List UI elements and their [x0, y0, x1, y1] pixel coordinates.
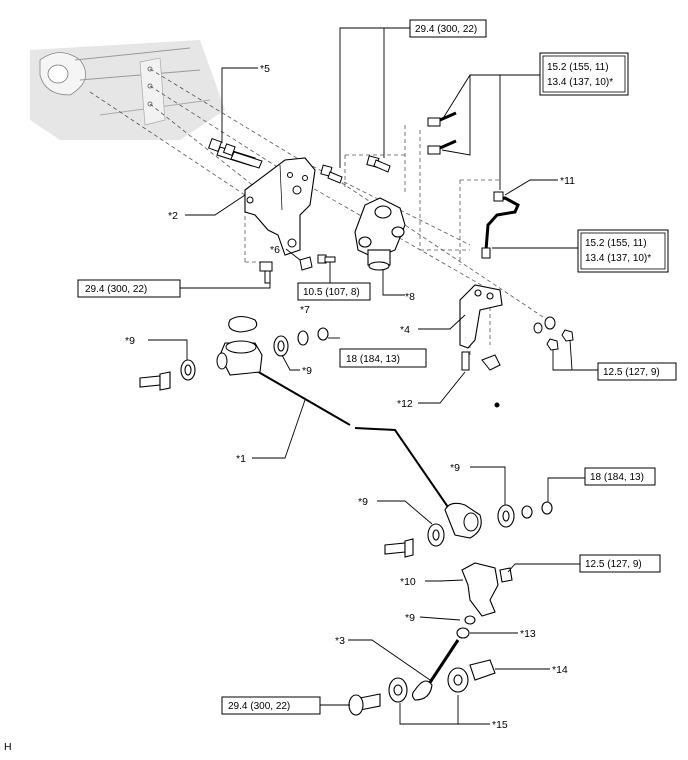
bolt-top-center [320, 155, 391, 184]
callout-9-d: *9 [358, 496, 368, 508]
callout-8: *8 [405, 291, 415, 303]
washers-nuts [139, 327, 553, 558]
torque-bracket-low-value: 12.5 (127, 9) [585, 559, 642, 570]
bolt-lower-left [259, 261, 273, 284]
callout-15: *15 [492, 719, 508, 731]
callout-7: *7 [300, 304, 310, 316]
callout-5: *5 [260, 63, 270, 75]
torque-left-mid-value: 29.4 (300, 22) [85, 284, 147, 295]
callout-9-a: *9 [125, 335, 135, 347]
torque-bottom: 29.4 (300, 22) [221, 696, 321, 715]
callout-9-c: *9 [450, 462, 460, 474]
valve-body-8 [354, 197, 406, 271]
bolts-5 [207, 137, 263, 169]
torque-small-value: 10.5 (107, 8) [303, 287, 360, 298]
torque-bottom-value: 29.4 (300, 22) [228, 701, 290, 712]
nuts-right [533, 316, 574, 351]
callout-6: *6 [270, 244, 280, 256]
sensor-12 [461, 351, 501, 408]
torque-right-mid: 12.5 (127, 9) [597, 362, 677, 381]
callout-3: *3 [335, 635, 345, 647]
torque-small: 10.5 (107, 8) [297, 282, 371, 301]
torque-top-value: 29.4 (300, 22) [415, 24, 477, 35]
torque-nut-mid-value: 18 (184, 13) [346, 354, 400, 365]
callout-2: *2 [168, 210, 178, 222]
torque-left-mid: 29.4 (300, 22) [77, 279, 181, 298]
torque-right-2-b: 13.4 (137, 10)* [585, 253, 651, 264]
torque-right-1: 15.2 (155, 11) 13.4 (137, 10)* [539, 52, 629, 96]
callout-14: *14 [552, 664, 568, 676]
callout-1: *1 [236, 453, 246, 465]
bracket-10 [461, 562, 513, 625]
torque-bracket-low: 12.5 (127, 9) [579, 554, 661, 573]
bracket-4 [459, 284, 503, 349]
callout-11: *11 [560, 175, 575, 187]
callout-13: *13 [520, 628, 536, 640]
torque-right-mid-value: 12.5 (127, 9) [603, 367, 660, 378]
torque-top: 29.4 (300, 22) [409, 19, 487, 38]
cap-6 [299, 256, 313, 271]
lower-link-3 [348, 627, 496, 716]
callout-9-b: *9 [302, 365, 312, 377]
callout-9-e: *9 [405, 612, 415, 624]
bleeder-7 [317, 254, 336, 264]
torque-right-low: 18 (184, 13) [584, 467, 656, 486]
torque-right-1-a: 15.2 (155, 11) [547, 62, 609, 73]
torque-nut-mid: 18 (184, 13) [339, 348, 427, 368]
vehicle-frame [30, 40, 225, 140]
torque-right-2: 15.2 (155, 11) 13.4 (137, 10)* [577, 229, 669, 273]
torque-right-1-b: 13.4 (137, 10)* [547, 77, 613, 88]
callout-4: *4 [400, 324, 410, 336]
torque-right-low-value: 18 (184, 13) [590, 472, 644, 483]
callout-labels: *5 *11 *2 *6 *8 *7 *4 *9 *9 *12 *1 *9 *9… [4, 63, 575, 753]
callout-12: *12 [397, 398, 413, 410]
callout-10: *10 [400, 576, 416, 588]
bracket-2 [244, 157, 316, 256]
corner-label: H [4, 741, 12, 753]
torque-right-2-a: 15.2 (155, 11) [585, 238, 647, 249]
torque-boxes: 29.4 (300, 22) 15.2 (155, 11) 13.4 (137,… [77, 19, 677, 715]
leader-lines [148, 27, 598, 725]
rod-1 [216, 315, 482, 539]
brake-lines [427, 111, 520, 259]
